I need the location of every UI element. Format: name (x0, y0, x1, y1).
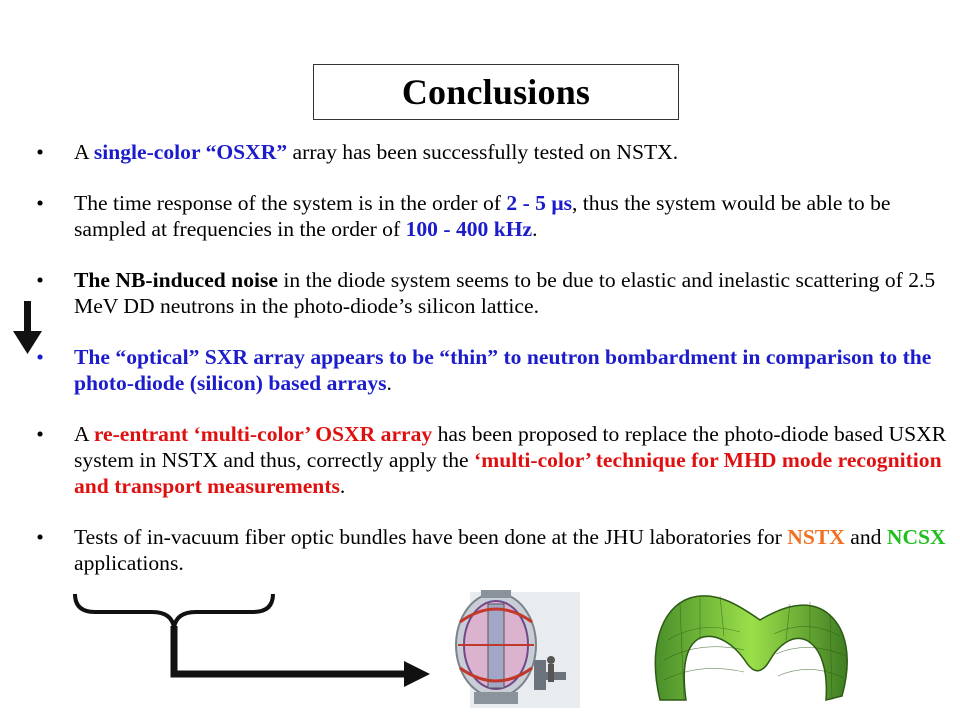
bullet-text-segment: . (339, 474, 346, 498)
ncsx-plasma-image (654, 595, 848, 701)
bullet-text-segment: A (74, 140, 94, 164)
bullet-text-segment: ‘multi-color’ technique for MHD mode rec… (74, 448, 942, 498)
elbow-arrow-icon (170, 626, 430, 687)
bullet-text-segment: The “optical” SXR array appears to be “t… (74, 345, 932, 395)
bullet-text-segment: The NB-induced noise (74, 268, 278, 292)
nstx-device-image (455, 590, 580, 708)
bullet-dot: • (36, 525, 44, 549)
bullet-text-segment: , thus the system would be able to be sa… (74, 191, 891, 241)
curly-brace-icon (73, 593, 275, 629)
bullet-text-segment: 100 - 400 kHz (405, 217, 533, 241)
bullet-dot: • (36, 140, 44, 164)
bullet-text-segment: . (386, 371, 392, 395)
bullet-item: • Tests of in-vacuum fiber optic bundles … (30, 524, 950, 576)
bullet-text-segment: Tests of in-vacuum fiber optic bundles h… (74, 525, 788, 549)
bullet-text-segment: 2 - 5 μs (506, 191, 572, 215)
bullet-dot: • (36, 422, 44, 446)
bullet-text-segment: in the diode system seems to be due to e… (74, 268, 936, 318)
bullet-text-segment: applications. (74, 551, 184, 575)
bullet-item: • The NB-induced noise in the diode syste… (30, 267, 950, 319)
bullet-text-segment: has been proposed to replace the photo-d… (74, 422, 947, 472)
bullet-text-segment: . (532, 217, 538, 241)
bullet-text-segment: array has been successfully tested on NS… (287, 140, 679, 164)
bullet-text-segment: NCSX (886, 525, 946, 549)
bullet-text-segment: The time response of the system is in th… (74, 191, 507, 215)
page-title: Conclusions (401, 72, 591, 112)
bullet-text-segment: NSTX (787, 525, 845, 549)
bullet-text-segment: A (74, 422, 94, 446)
bullet-text-segment: and (844, 525, 887, 549)
down-arrow-icon (13, 301, 42, 354)
bullet-item: • A re-entrant ‘multi-color’ OSXR array h… (30, 421, 950, 499)
bullet-list: • A single-color “OSXR” array has been su… (30, 139, 950, 601)
bullet-dot: • (36, 345, 44, 369)
bullet-item: • A single-color “OSXR” array has been su… (30, 139, 950, 165)
bullet-dot: • (36, 191, 44, 215)
bullet-item: • The time response of the system is in t… (30, 190, 950, 242)
bullet-text-segment: single-color “OSXR” (93, 140, 288, 164)
bullet-text-segment: re-entrant ‘multi-color’ OSXR array (93, 422, 433, 446)
bullet-dot: • (36, 268, 44, 292)
bullet-item: • The “optical” SXR array appears to be “… (30, 344, 950, 396)
title-box: Conclusions (313, 64, 679, 120)
